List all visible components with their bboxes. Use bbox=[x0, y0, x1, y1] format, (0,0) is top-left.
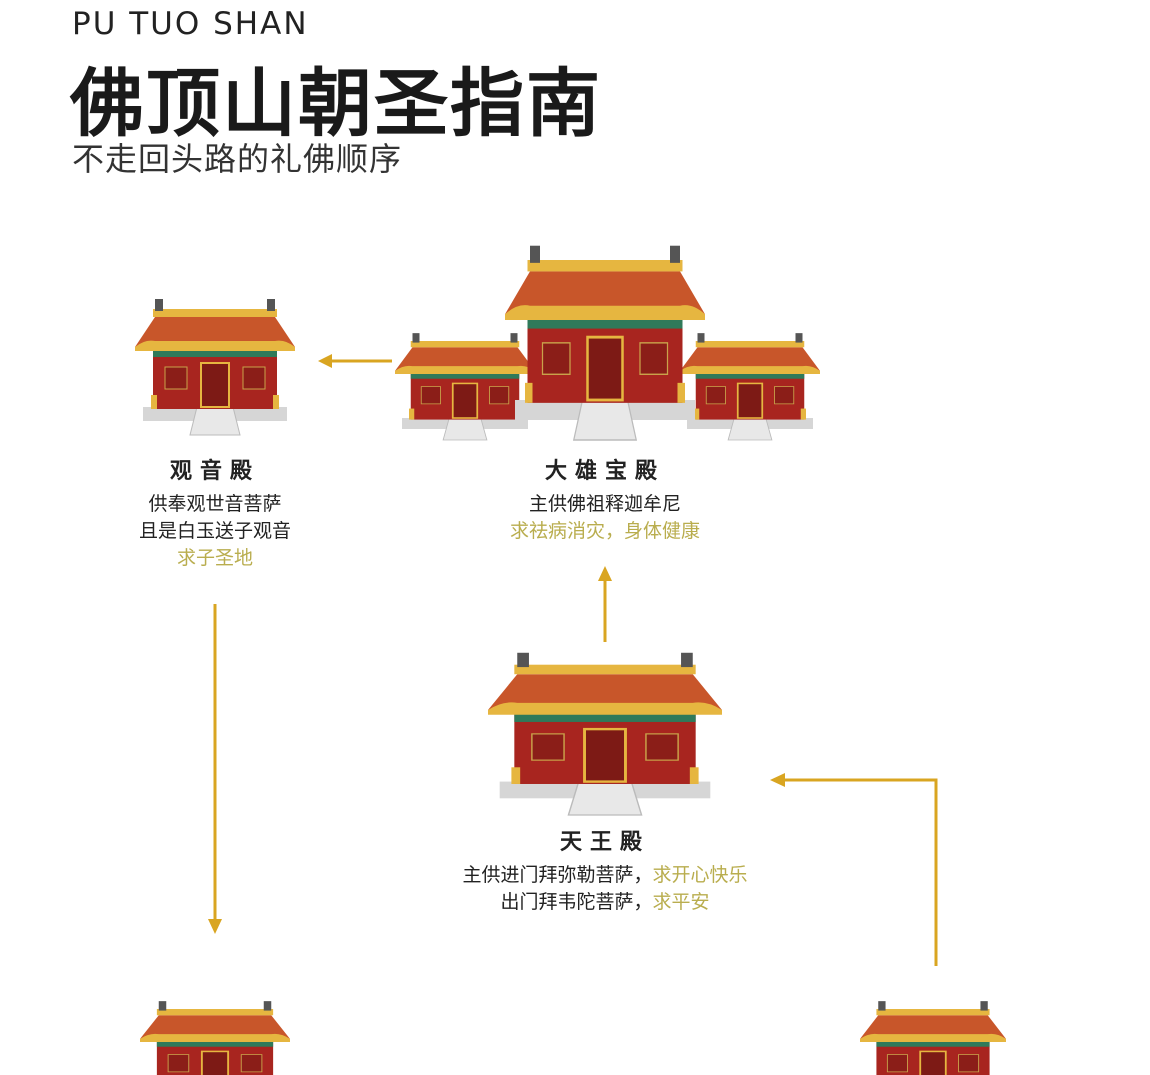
guanyin-hall-illustration bbox=[135, 299, 295, 436]
hall-desc: 且是白玉送子观音 bbox=[138, 520, 291, 542]
english-title: PU TUO SHAN bbox=[72, 6, 309, 42]
hall-name: 大雄宝殿 bbox=[544, 458, 665, 484]
hall-desc: 出门拜韦陀菩萨， bbox=[500, 891, 653, 913]
left-hall-illustration bbox=[140, 1001, 290, 1075]
daxiong-left-wing-illustration bbox=[395, 333, 535, 441]
tianwang-hall-illustration bbox=[488, 652, 722, 816]
hall-desc: 供奉观世音菩萨 bbox=[148, 493, 282, 515]
arrow-to-tianwang bbox=[770, 773, 938, 966]
daxiong-right-wing-illustration bbox=[680, 333, 820, 441]
page-subtitle: 不走回头路的礼佛顺序 bbox=[72, 140, 403, 178]
hall-wish: 求子圣地 bbox=[176, 547, 253, 569]
daxiong-hall-label: 大雄宝殿 主供佛祖释迦牟尼 求祛病消灾，身体健康 bbox=[470, 458, 740, 545]
hall-name: 观音殿 bbox=[169, 458, 260, 484]
arrow-left-to-guanyin bbox=[318, 354, 392, 368]
hall-wish: 求祛病消灾，身体健康 bbox=[509, 520, 700, 542]
hall-wish: 求开心快乐 bbox=[652, 864, 748, 886]
hall-wish: 求平安 bbox=[652, 891, 710, 913]
arrow-down-from-guanyin bbox=[208, 604, 222, 934]
hall-desc: 主供佛祖释迦牟尼 bbox=[528, 493, 681, 515]
arrow-up-to-daxiong bbox=[598, 566, 612, 642]
hall-name: 天王殿 bbox=[559, 829, 650, 855]
daxiong-hall-illustration bbox=[505, 245, 705, 441]
right-hall-illustration bbox=[860, 1001, 1006, 1075]
hall-desc: 主供进门拜弥勒菩萨， bbox=[462, 864, 653, 886]
tianwang-hall-label: 天王殿 主供进门拜弥勒菩萨，求开心快乐 出门拜韦陀菩萨，求平安 bbox=[420, 829, 790, 916]
page-title: 佛顶山朝圣指南 bbox=[70, 61, 602, 147]
guanyin-hall-label: 观音殿 供奉观世音菩萨 且是白玉送子观音 求子圣地 bbox=[110, 458, 320, 572]
